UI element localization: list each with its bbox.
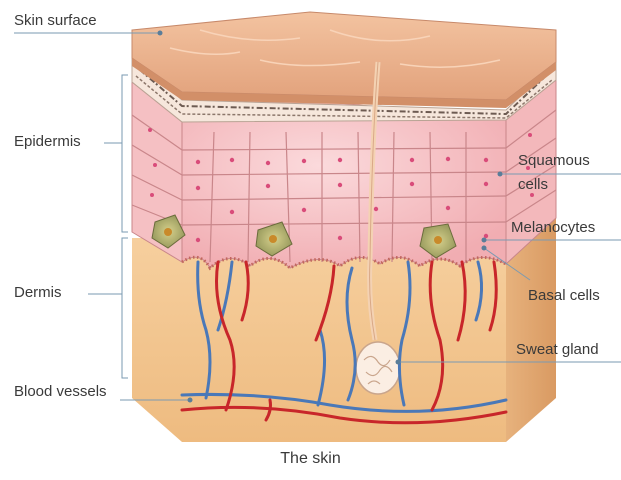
label-squamous-line2: cells <box>518 176 548 193</box>
label-skin-surface: Skin surface <box>14 12 97 29</box>
label-melanocytes: Melanocytes <box>511 219 595 236</box>
label-squamous-line1: Squamous <box>518 152 590 169</box>
diagram-caption: The skin <box>0 450 621 468</box>
label-sweat-gland: Sweat gland <box>516 341 599 358</box>
sweat-gland <box>356 342 400 394</box>
label-dermis: Dermis <box>14 284 62 301</box>
label-epidermis: Epidermis <box>14 133 81 150</box>
skin-surface <box>132 12 556 100</box>
label-blood-vessels: Blood vessels <box>14 383 107 400</box>
dermis-layer <box>132 238 506 442</box>
label-basal-cells: Basal cells <box>528 287 600 304</box>
layer-brackets <box>122 75 128 378</box>
